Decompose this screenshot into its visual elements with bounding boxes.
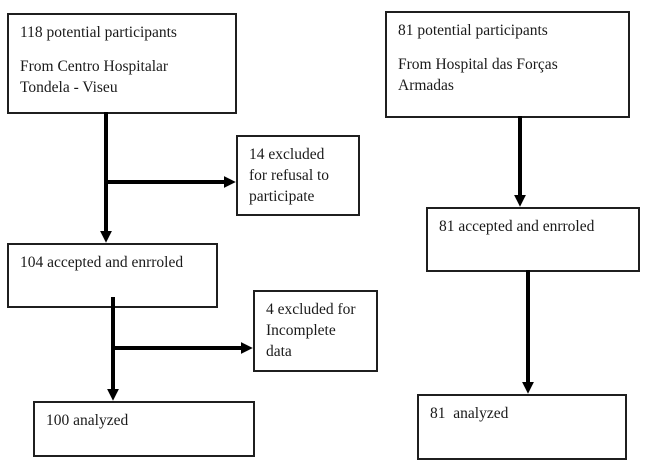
excluded-reason-text: Incomplete	[266, 322, 336, 339]
excluded-reason-text: for refusal to	[249, 167, 330, 184]
potential-count-text: 118 potential participants	[20, 24, 177, 41]
enrolled-count-text: 104 accepted and enrroled	[20, 254, 184, 271]
box-left-enrolled: 104 accepted and enrroled	[7, 243, 218, 308]
potential-count-text: 81 potential participants	[398, 22, 548, 39]
analyzed-count-text: 100 analyzed	[46, 412, 129, 429]
box-left-analyzed: 100 analyzed	[33, 401, 255, 457]
excluded-reason-text-2: participate	[249, 188, 315, 205]
excluded-count-text: 4 excluded for	[266, 301, 356, 318]
source-hospital-text: From Centro Hospitalar	[20, 58, 169, 75]
box-left-excluded-refusal: 14 excluded for refusal to participate	[236, 135, 360, 216]
enrolled-count-text: 81 accepted and enrroled	[439, 218, 595, 235]
source-hospital-text-2: Tondela - Viseu	[20, 79, 118, 96]
box-left-excluded-incomplete: 4 excluded for Incomplete data	[253, 290, 378, 372]
excluded-count-text: 14 excluded	[249, 146, 325, 163]
box-left-potential-participants: 118 potential participants From Centro H…	[7, 13, 237, 114]
box-right-enrolled: 81 accepted and enrroled	[426, 207, 640, 272]
box-right-analyzed: 81 analyzed	[417, 394, 627, 460]
analyzed-count-text: 81 analyzed	[430, 405, 509, 422]
source-hospital-text-2: Armadas	[398, 77, 454, 94]
box-right-potential-participants: 81 potential participants From Hospital …	[385, 11, 630, 118]
excluded-reason-text-2: data	[266, 343, 292, 360]
source-hospital-text: From Hospital das Forças	[398, 56, 558, 73]
